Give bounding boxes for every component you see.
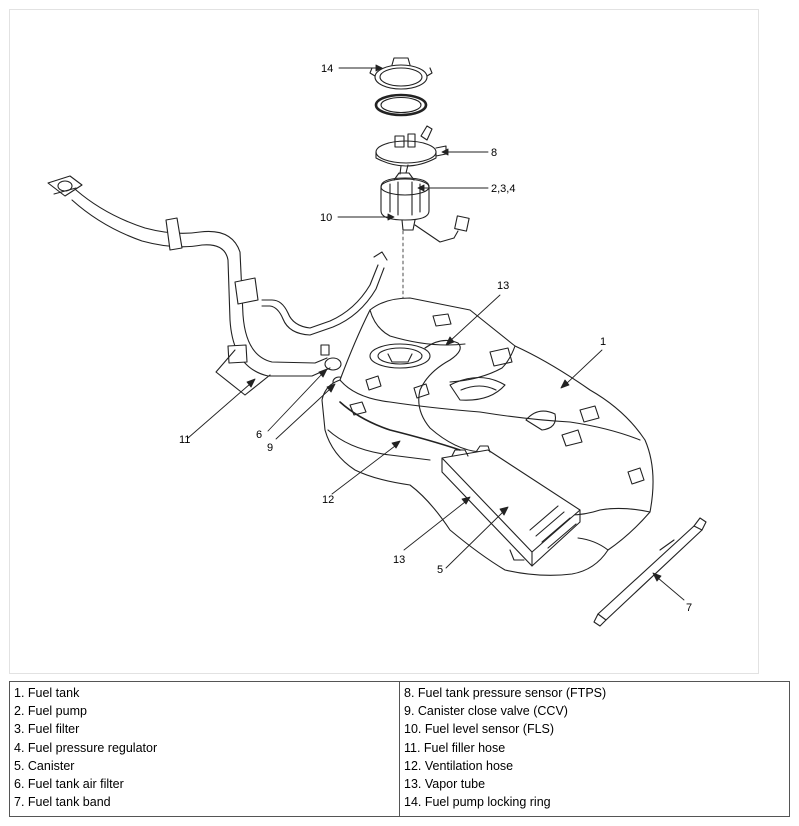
canister [441, 445, 581, 567]
callout-12: 12 [322, 494, 334, 506]
legend-item-7: 7. Fuel tank band [14, 795, 111, 810]
legend-column-right: 8. Fuel tank pressure sensor (FTPS) 9. C… [399, 682, 789, 816]
vapor-tube [418, 339, 481, 453]
legend-item-1: 1. Fuel tank [14, 686, 80, 700]
parts-legend-table: 1. Fuel tank 2. Fuel pump 3. Fuel filter… [9, 681, 790, 817]
callout-14: 14 [321, 63, 333, 75]
fuel-level-sensor [414, 215, 470, 243]
legend-item-6: 6. Fuel tank air filter [14, 777, 124, 792]
legend-item-12: 12. Ventilation hose [404, 758, 514, 773]
callout-9: 9 [267, 442, 273, 454]
callout-6: 6 [256, 429, 262, 441]
legend-item-10: 10. Fuel level sensor (FLS) [404, 722, 555, 737]
callout-7: 7 [686, 602, 692, 614]
fuel-system-diagram: 14 8 2,3,4 10 13 1 11 6 9 12 13 5 7 [9, 9, 759, 674]
legend-item-14: 14. Fuel pump locking ring [404, 795, 551, 810]
legend-item-4: 4. Fuel pressure regulator [14, 740, 158, 755]
callout-1: 1 [600, 336, 606, 348]
legend-item-9: 9. Canister close valve (CCV) [404, 704, 568, 719]
vent-pipe [261, 251, 388, 336]
callout-5: 5 [437, 564, 443, 576]
fuel-filler-hose [47, 175, 331, 396]
exploded-view-drawing: 14 8 2,3,4 10 13 1 11 6 9 12 13 5 7 [47, 57, 707, 627]
leader-lines [187, 64, 685, 601]
callout-13-top: 13 [497, 280, 509, 292]
ventilation-hose [339, 401, 461, 451]
callout-2-3-4: 2,3,4 [491, 183, 515, 195]
legend-item-3: 3. Fuel filter [14, 722, 80, 737]
fuel-tank-band [593, 517, 707, 627]
legend-column-left: 1. Fuel tank 2. Fuel pump 3. Fuel filter… [10, 682, 399, 816]
legend-item-2: 2. Fuel pump [14, 704, 87, 719]
legend-item-8: 8. Fuel tank pressure sensor (FTPS) [404, 686, 607, 700]
callout-13-bottom: 13 [393, 554, 405, 566]
callout-10: 10 [320, 212, 332, 224]
pump-seal-ring [374, 93, 428, 117]
callout-8: 8 [491, 147, 497, 159]
legend-item-11: 11. Fuel filler hose [404, 740, 506, 755]
callout-11: 11 [179, 434, 190, 446]
fuel-pump-locking-ring [369, 57, 433, 90]
pump-flange [375, 125, 447, 167]
legend-item-13: 13. Vapor tube [404, 777, 486, 792]
legend-item-5: 5. Canister [14, 758, 75, 773]
